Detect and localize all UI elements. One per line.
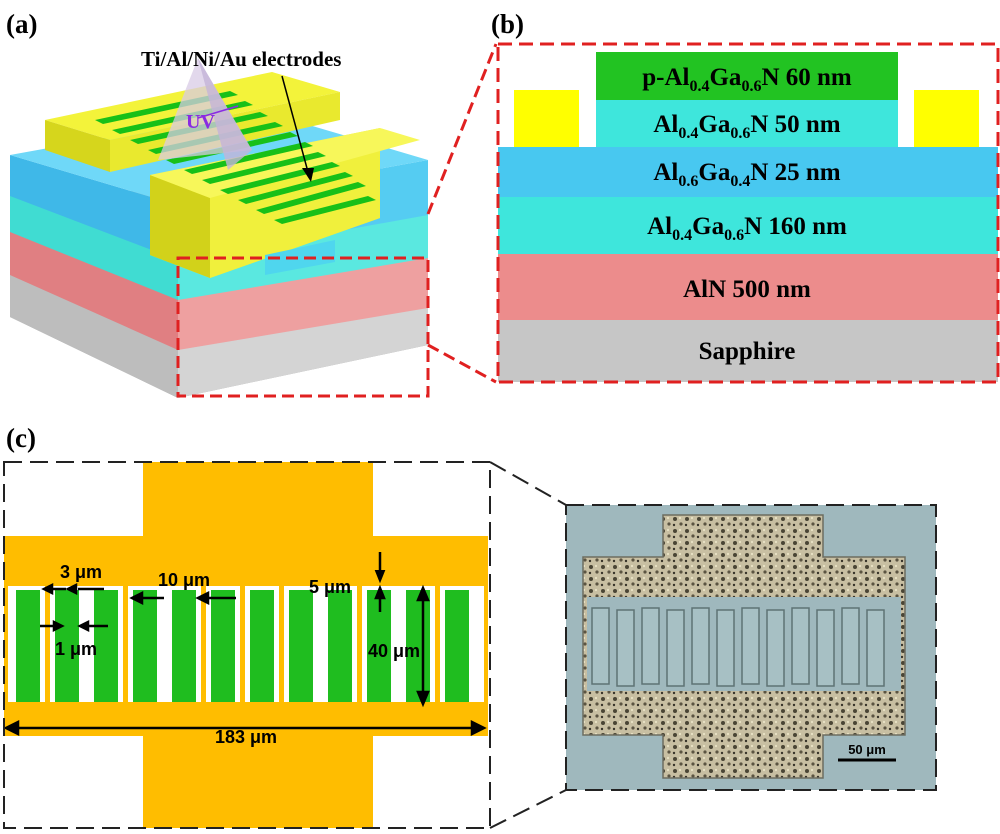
panel-label-c: (c) (6, 423, 36, 453)
layer-algan-160 (498, 197, 998, 254)
finger (250, 590, 274, 702)
layer-label-algan-50: Al0.4Ga0.6N 50 nm (653, 111, 840, 142)
finger-array (16, 590, 469, 702)
finger (16, 590, 40, 702)
finger (445, 590, 469, 702)
dim-height-label: 40 μm (368, 641, 420, 661)
finger (133, 590, 157, 702)
micrograph-fingers (591, 607, 885, 687)
dim-width-label: 10 μm (158, 570, 210, 590)
layer-stack: p-Al0.4Ga0.6N 60 nm Al0.4Ga0.6N 50 nm Al… (496, 42, 1000, 384)
electrode-left (514, 90, 579, 147)
connector-bottom (489, 789, 567, 829)
layer-sapphire (498, 320, 998, 382)
uv-arrow (197, 105, 239, 119)
scale-bar-label: 50 μm (848, 742, 886, 757)
panel-label-a: (a) (6, 9, 37, 39)
finger (172, 590, 196, 702)
layer-algan-25 (498, 147, 998, 197)
micrograph: 50 μm (565, 504, 937, 791)
top-view-schematic: 3 μm 10 μm 5 μm 1 μm 40 μm 183 μm (3, 461, 491, 829)
finger (211, 590, 235, 702)
uv-label: UV (186, 111, 215, 133)
layer-aln (498, 254, 998, 320)
zoom-line-bottom (427, 343, 497, 384)
electrode-right (914, 90, 979, 147)
layer-label-sapphire: Sapphire (699, 338, 796, 365)
finger (94, 590, 118, 702)
finger (406, 590, 430, 702)
connector-top (489, 461, 567, 506)
layer-label-p-algan: p-Al0.4Ga0.6N 60 nm (642, 64, 852, 95)
micrograph-frame (565, 504, 937, 791)
finger (55, 590, 79, 702)
electrode-arrow (281, 75, 309, 173)
zoom-box (176, 256, 430, 398)
dimension-annotations (3, 558, 487, 737)
dim-gap-label: 3 μm (60, 562, 102, 582)
dim-total-label: 183 μm (215, 727, 277, 747)
layer-algan-50 (596, 100, 898, 147)
panel-label-b: (b) (491, 9, 524, 39)
electrode-label: Ti/Al/Ni/Au electrodes (141, 47, 341, 71)
layer-label-aln: AlN 500 nm (683, 276, 811, 303)
device-3d: UV Ti/Al/Ni/Au electrodes (10, 47, 430, 398)
layer-label-algan-160: Al0.4Ga0.6N 160 nm (647, 213, 847, 244)
schematic-frame (3, 461, 491, 829)
layer-label-algan-25: Al0.6Ga0.4N 25 nm (653, 159, 840, 190)
dim-spacing-label: 1 μm (55, 639, 97, 659)
finger (328, 590, 352, 702)
layer-p-algan (596, 52, 898, 100)
finger (289, 590, 313, 702)
dim-margin-label: 5 μm (309, 577, 351, 597)
zoom-line-top (426, 43, 498, 215)
finger-region (8, 580, 484, 708)
